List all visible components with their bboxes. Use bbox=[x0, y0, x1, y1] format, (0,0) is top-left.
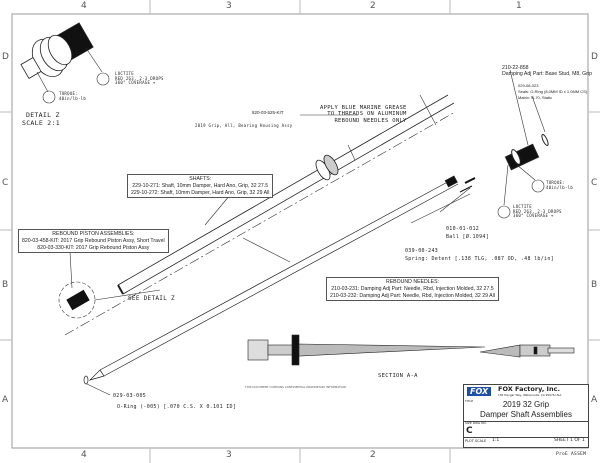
zone-row-c: C bbox=[2, 178, 9, 188]
title-block: FOX FOX Factory, Inc. 130 Hangar Way, Wa… bbox=[463, 384, 589, 448]
loctite-note-right: LOCTITE RED 263, 2-3 DROPS 360° COVERAGE… bbox=[513, 204, 562, 219]
rebound-piston bbox=[66, 289, 90, 311]
detail-leaders bbox=[36, 47, 110, 104]
drawing-title-line1: 2019 32 Grip bbox=[502, 400, 550, 409]
ball bbox=[464, 177, 476, 184]
zone-col-1: 1 bbox=[516, 1, 522, 11]
pistons-box: REBOUND PISTON ASSEMBLIES: 820-03-458-KI… bbox=[18, 229, 169, 254]
detail-title: DETAIL Z bbox=[26, 111, 60, 119]
zone-row-a: A bbox=[2, 395, 9, 405]
shaft-tube bbox=[117, 94, 455, 295]
sheet-size: C bbox=[466, 426, 473, 436]
zone-row-b: B bbox=[2, 280, 9, 290]
fox-logo: FOX bbox=[467, 387, 492, 396]
torque-note-left: TORQUE: 40in/lb-lb bbox=[59, 91, 87, 101]
detail-scale: SCALE 2:1 bbox=[22, 119, 60, 127]
seal-number: 029-08-023 bbox=[518, 83, 539, 88]
detail-z-assembly bbox=[20, 22, 94, 79]
see-detail-label: SEE DETAIL Z bbox=[128, 295, 175, 302]
spring-number: 039-00-243 bbox=[405, 248, 439, 254]
section-a-a-view bbox=[247, 334, 575, 366]
sheet-number: SHEET 1 OF 1 bbox=[554, 438, 585, 443]
loctite-note-left: LOCTITE RED 263, 2-3 DROPS 360° COVERAGE… bbox=[115, 71, 164, 86]
base-stud-desc: Damping Adj Part: Base Stud, M8, Grip bbox=[502, 71, 592, 77]
detent-spring bbox=[459, 185, 473, 193]
ball-desc: Ball [Ø.1094] bbox=[446, 234, 490, 240]
zone-col-3: 3 bbox=[226, 1, 232, 11]
zone-row-b-right: B bbox=[591, 280, 598, 290]
seal-material: Matrix: N-70, Static bbox=[518, 95, 553, 100]
torque-note-right: TORQUE: 40in/lb-lb bbox=[546, 180, 574, 190]
zone-col-2-bottom: 2 bbox=[370, 450, 376, 460]
plot-scale: 1:1 bbox=[492, 438, 500, 443]
spring-desc: Spring: Detent [.138 TLG, .087 OD, .48 l… bbox=[405, 256, 554, 262]
rebound-needle bbox=[88, 175, 459, 381]
confidential-notice: THIS DOCUMENT CONTAINS CONFIDENTIAL PROP… bbox=[245, 385, 346, 389]
zone-col-3-bottom: 3 bbox=[226, 450, 232, 460]
shafts-box: SHAFTS: 229-10-271: Shaft, 10mm Damper, … bbox=[127, 174, 274, 199]
company-name: FOX Factory, Inc. bbox=[498, 385, 560, 393]
zone-col-4-bottom: 4 bbox=[81, 450, 87, 460]
title-label: TITLE bbox=[465, 399, 474, 403]
drawing-title-line2: Damper Shaft Assemblies bbox=[479, 410, 573, 419]
zone-row-d: D bbox=[2, 52, 9, 62]
bearing-part-desc: 2019 Grip, All, Bearing Housing Assy bbox=[195, 123, 293, 128]
centerline bbox=[64, 111, 456, 336]
right-leaders bbox=[69, 69, 546, 396]
zone-row-a-right: A bbox=[591, 395, 598, 405]
base-stud bbox=[504, 133, 549, 171]
zone-col-4: 4 bbox=[81, 1, 87, 11]
size-label: SIZE DWG NO. bbox=[465, 421, 487, 425]
o-ring-part bbox=[83, 375, 89, 385]
footer-label: ProE ASSEM bbox=[556, 452, 587, 457]
seal-desc: Seals: O-Ring (8.0MM ID x 1.0MM CS) bbox=[518, 89, 588, 94]
plot-scale-label: PLOT SCALE bbox=[465, 439, 487, 443]
section-label: SECTION A-A bbox=[378, 373, 418, 379]
zone-row-d-right: D bbox=[591, 52, 598, 62]
bearing-housing bbox=[315, 154, 339, 181]
base-stud-number: 210-22-858 bbox=[502, 65, 529, 71]
bearing-part-number: 820-03-525-KIT bbox=[252, 110, 284, 115]
ball-number: 010-01-012 bbox=[446, 226, 480, 232]
grease-note: APPLY BLUE MARINE GREASE TO THREADS ON A… bbox=[320, 105, 407, 124]
zone-col-2: 2 bbox=[370, 1, 376, 11]
company-address: 130 Hangar Way, Watsonville, CA 95076 US… bbox=[498, 393, 562, 397]
needles-box: REBOUND NEEDLES: 210-03-231: Damping Adj… bbox=[326, 277, 499, 302]
oring-desc: O-Ring (-005) [.070 C.S. X 0.101 ID] bbox=[117, 404, 237, 410]
oring-number: 029-03-005 bbox=[113, 393, 147, 399]
zone-row-c-right: C bbox=[591, 178, 598, 188]
